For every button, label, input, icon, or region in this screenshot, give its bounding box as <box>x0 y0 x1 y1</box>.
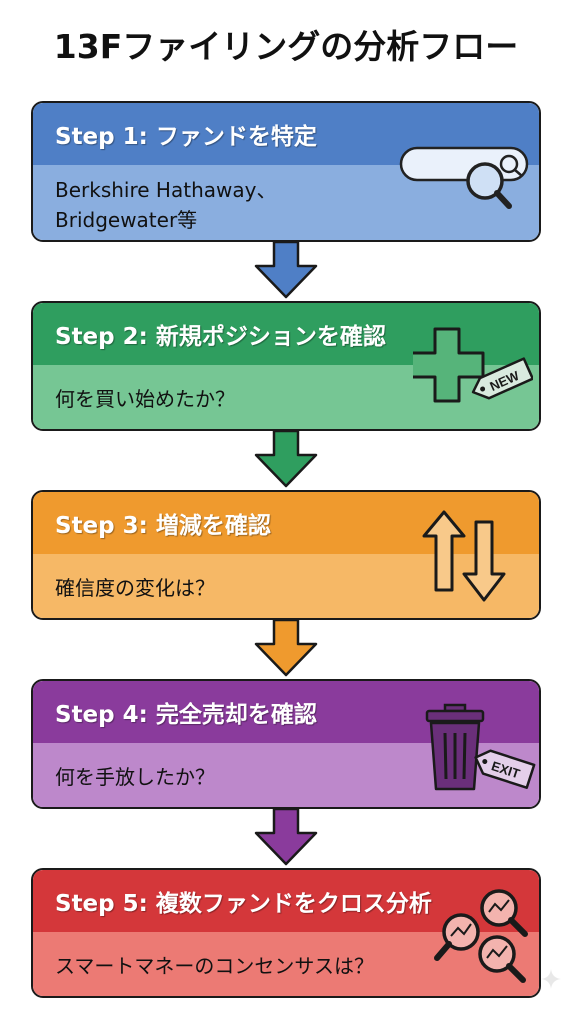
plus-new-tag-icon: NEW <box>413 327 533 403</box>
step-3-header: Step 3: 増減を確認 <box>33 492 539 554</box>
up-down-arrows-icon <box>422 510 506 602</box>
step-1-text: Berkshire Hathaway、 Bridgewater等 <box>55 177 277 232</box>
step-5-box: Step 5: 複数ファンドをクロス分析 スマートマネーのコンセンサスは？ <box>31 868 541 998</box>
step-2-heading: Step 2: 新規ポジションを確認 <box>55 324 386 350</box>
step-3-heading: Step 3: 増減を確認 <box>55 513 271 539</box>
step-2-text: 何を買い始めたか？ <box>55 387 235 411</box>
search-bar-magnifier-icon <box>399 146 529 209</box>
step-1-heading: Step 1: ファンドを特定 <box>55 124 317 150</box>
step-3-text: 確信度の変化は？ <box>55 576 215 600</box>
trash-exit-tag-icon: EXIT <box>425 703 536 791</box>
flow-arrow-1 <box>254 240 318 299</box>
step-5-heading: Step 5: 複数ファンドをクロス分析 <box>55 891 432 917</box>
step-3-body: 確信度の変化は？ <box>33 554 539 618</box>
step-4-text: 何を手放したか？ <box>55 765 215 789</box>
step-1-box: Step 1: ファンドを特定 Berkshire Hathaway、 Brid… <box>31 101 541 242</box>
step-4-box: Step 4: 完全売却を確認 何を手放したか？ EXIT <box>31 679 541 809</box>
step-4-heading: Step 4: 完全売却を確認 <box>55 702 317 728</box>
step-3-box: Step 3: 増減を確認 確信度の変化は？ <box>31 490 541 620</box>
multiple-magnifiers-icon <box>434 889 528 983</box>
step-1-header: Step 1: ファンドを特定 <box>33 103 539 165</box>
sparkle-icon <box>541 969 561 989</box>
step-2-box: Step 2: 新規ポジションを確認 何を買い始めたか？ NEW <box>31 301 541 431</box>
step-1-body: Berkshire Hathaway、 Bridgewater等 <box>33 165 539 240</box>
flow-arrow-3 <box>254 618 318 677</box>
flow-arrow-4 <box>254 807 318 866</box>
step-5-text: スマートマネーのコンセンサスは？ <box>55 954 374 978</box>
flow-arrow-2 <box>254 429 318 488</box>
page-title: 13Fファイリングの分析フロー <box>53 27 519 66</box>
